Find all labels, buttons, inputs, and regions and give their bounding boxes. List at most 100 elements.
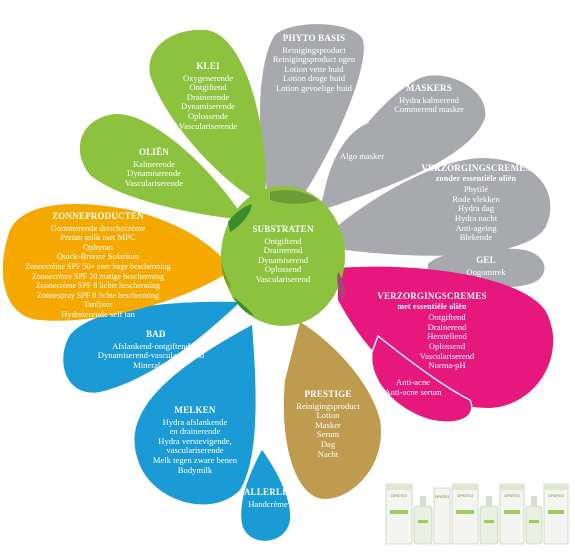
melken-line: Hydra afslankende xyxy=(162,416,228,427)
gel-line: Oogomtrek xyxy=(466,266,506,277)
verz-met-line: Herstellend xyxy=(427,331,467,342)
zon-line: Quick-Bronze Solarium xyxy=(56,251,140,262)
olien-line: Dynamiserende xyxy=(127,168,181,179)
verz-zonder-line: Phytilé xyxy=(463,184,489,195)
verz-met-line: Drainerend xyxy=(427,321,467,332)
overlap-magenta xyxy=(337,272,345,300)
bottle-box: OPATEO xyxy=(451,483,479,545)
prestige-line: Masker xyxy=(315,419,341,430)
bad-line: Mineralgo xyxy=(133,359,169,370)
phyto-line: Reinigingsproduct xyxy=(282,44,346,55)
center-line: Oplossend xyxy=(264,264,302,275)
bottle-brand-logo: OPATEO xyxy=(391,493,407,498)
zon-line: Pretan milk met MPC xyxy=(60,232,136,243)
zon-line: Zonnespray SPF 8 lichte bescherming xyxy=(37,290,159,300)
klei-line: Oplossende xyxy=(187,110,229,121)
zon-line: Tanfixer xyxy=(83,299,113,310)
center-line: Dynamiserend xyxy=(257,254,309,265)
phyto-line: Reinigingsproduct ogen xyxy=(272,54,356,65)
melken-line: vasculariserende xyxy=(166,445,224,456)
algo-text: Algo masker xyxy=(334,151,390,162)
allerlei-line: Handcrème xyxy=(248,498,288,509)
verz-zonder-line: Rode vlekken xyxy=(452,193,500,204)
petal-bad xyxy=(63,301,240,393)
overlap-green-left xyxy=(228,204,252,232)
verz-zonder-line: Hydra nacht xyxy=(454,212,498,223)
phyto-line: Lotion droge huid xyxy=(282,73,346,84)
prestige-line: Dag xyxy=(320,438,336,449)
acne-line: Anti-acne serum xyxy=(384,386,442,397)
klei-line: Ontgiftend xyxy=(189,82,227,93)
bottle-box: OPATEO xyxy=(499,483,525,545)
product-bottles-image: OPATEO OPATEO OPATEO OPATEO OPATEO xyxy=(385,483,569,545)
allerlei-title: ALLERLEI xyxy=(243,487,293,497)
bottle-box: OPATEO xyxy=(385,483,413,545)
phyto-basis-text: PHYTO BASIS Reinigingsproduct Reinigings… xyxy=(262,33,366,94)
bottle-dropper xyxy=(525,496,543,545)
center-line: Drainerend xyxy=(263,245,303,256)
klei-line: Oxygenerende xyxy=(182,72,234,83)
petal-zonneproducten xyxy=(2,204,232,321)
maskers-title: MASKERS xyxy=(406,83,452,93)
melken-line: Bodymilk xyxy=(177,464,213,475)
melken-line: Melk tegen zware benen xyxy=(152,454,238,465)
verz-met-text: VERZORGINGSCREMES met essentiële oliën O… xyxy=(370,291,494,371)
petal-klei xyxy=(149,29,266,200)
verz-zonder-subtitle: zonder essentiële oliën xyxy=(435,173,517,183)
olien-text: OLIËN Kalmerende Dynamiserende Vasculari… xyxy=(104,147,204,188)
verz-met-subtitle: met essentiële oliën xyxy=(397,301,467,311)
verz-zonder-text: VERZORGINGSCREMES zonder essentiële olië… xyxy=(416,163,536,243)
petal-phyto-basis xyxy=(259,24,364,200)
gel-text: GEL Oogomtrek xyxy=(456,255,516,277)
prestige-line: Lotion xyxy=(316,410,340,421)
klei-line: Dynamiserende xyxy=(181,101,235,112)
zon-line: Zonnecrème SPF 20 matige bescherming xyxy=(32,271,164,281)
zonneproducten-text: ZONNEPRODUCTEN Gommerende douchecrème Pr… xyxy=(12,211,184,320)
prestige-line: Serum xyxy=(316,429,340,440)
bad-title: BAD xyxy=(146,329,166,339)
zon-title: ZONNEPRODUCTEN xyxy=(52,211,144,221)
center-line: Ontgiftend xyxy=(264,235,302,246)
petal-acne xyxy=(370,334,473,423)
petal-allerlei xyxy=(241,450,291,541)
prestige-line: Nacht xyxy=(317,448,339,459)
center-text: SUBSTRATEN Ontgiftend Drainerend Dynamis… xyxy=(241,224,325,285)
verz-met-line: Vasculariserend xyxy=(419,350,475,361)
olien-title: OLIËN xyxy=(138,147,169,157)
verz-met-line: Norma-pH xyxy=(428,360,466,371)
gel-title: GEL xyxy=(476,255,496,265)
phyto-title: PHYTO BASIS xyxy=(282,33,346,43)
petal-melken xyxy=(134,325,256,505)
overlap-grey xyxy=(270,190,318,204)
petal-olien xyxy=(79,113,245,220)
bottle-brand-logo: OPATEO xyxy=(435,495,450,499)
bottle-brand-logo: OPATEO xyxy=(457,493,473,498)
bad-text: BAD Afslankend-ontgiftend Dynamiserend-v… xyxy=(76,329,226,370)
klei-title: KLEI xyxy=(196,61,220,71)
maskers-line: Commerend masker xyxy=(394,104,464,115)
zon-line: Zonnecrème SPF 8 lichte bescherming xyxy=(36,281,160,291)
bottle-dropper xyxy=(479,496,499,545)
petal-verz-zonder xyxy=(330,158,551,256)
klei-line: Vasculariserende xyxy=(178,120,238,131)
prestige-line: Reinigingsproduct xyxy=(296,400,360,411)
zon-line: Gommerende douchecrème xyxy=(50,222,146,233)
klei-text: KLEI Oxygenerende Ontgiftend Drainerende… xyxy=(160,61,256,131)
prestige-title: PRESTIGE xyxy=(304,389,352,399)
petal-verz-met xyxy=(338,266,554,408)
petal-algo xyxy=(322,122,393,210)
acne-line: Anti-acne xyxy=(396,377,430,387)
melken-title: MELKEN xyxy=(174,405,216,415)
phyto-line: Lotion gevoelige huid xyxy=(276,82,352,93)
prestige-text: PRESTIGE Reinigingsproduct Lotion Masker… xyxy=(288,389,368,459)
verz-met-line: Ontgiftend xyxy=(428,312,466,323)
bottle-box: OPATEO xyxy=(543,483,569,545)
center-substraten xyxy=(221,186,345,326)
olien-line: Vasculariserende xyxy=(124,177,184,188)
klei-line: Drainerende xyxy=(186,91,230,102)
verz-met-line: Oplossend xyxy=(428,340,466,351)
verz-zonder-line: Hydra dag xyxy=(457,203,495,214)
algo-line: Algo masker xyxy=(339,151,385,161)
zon-line: Zonnecrème SPF 50+ zeer hoge bescherming xyxy=(25,261,171,271)
